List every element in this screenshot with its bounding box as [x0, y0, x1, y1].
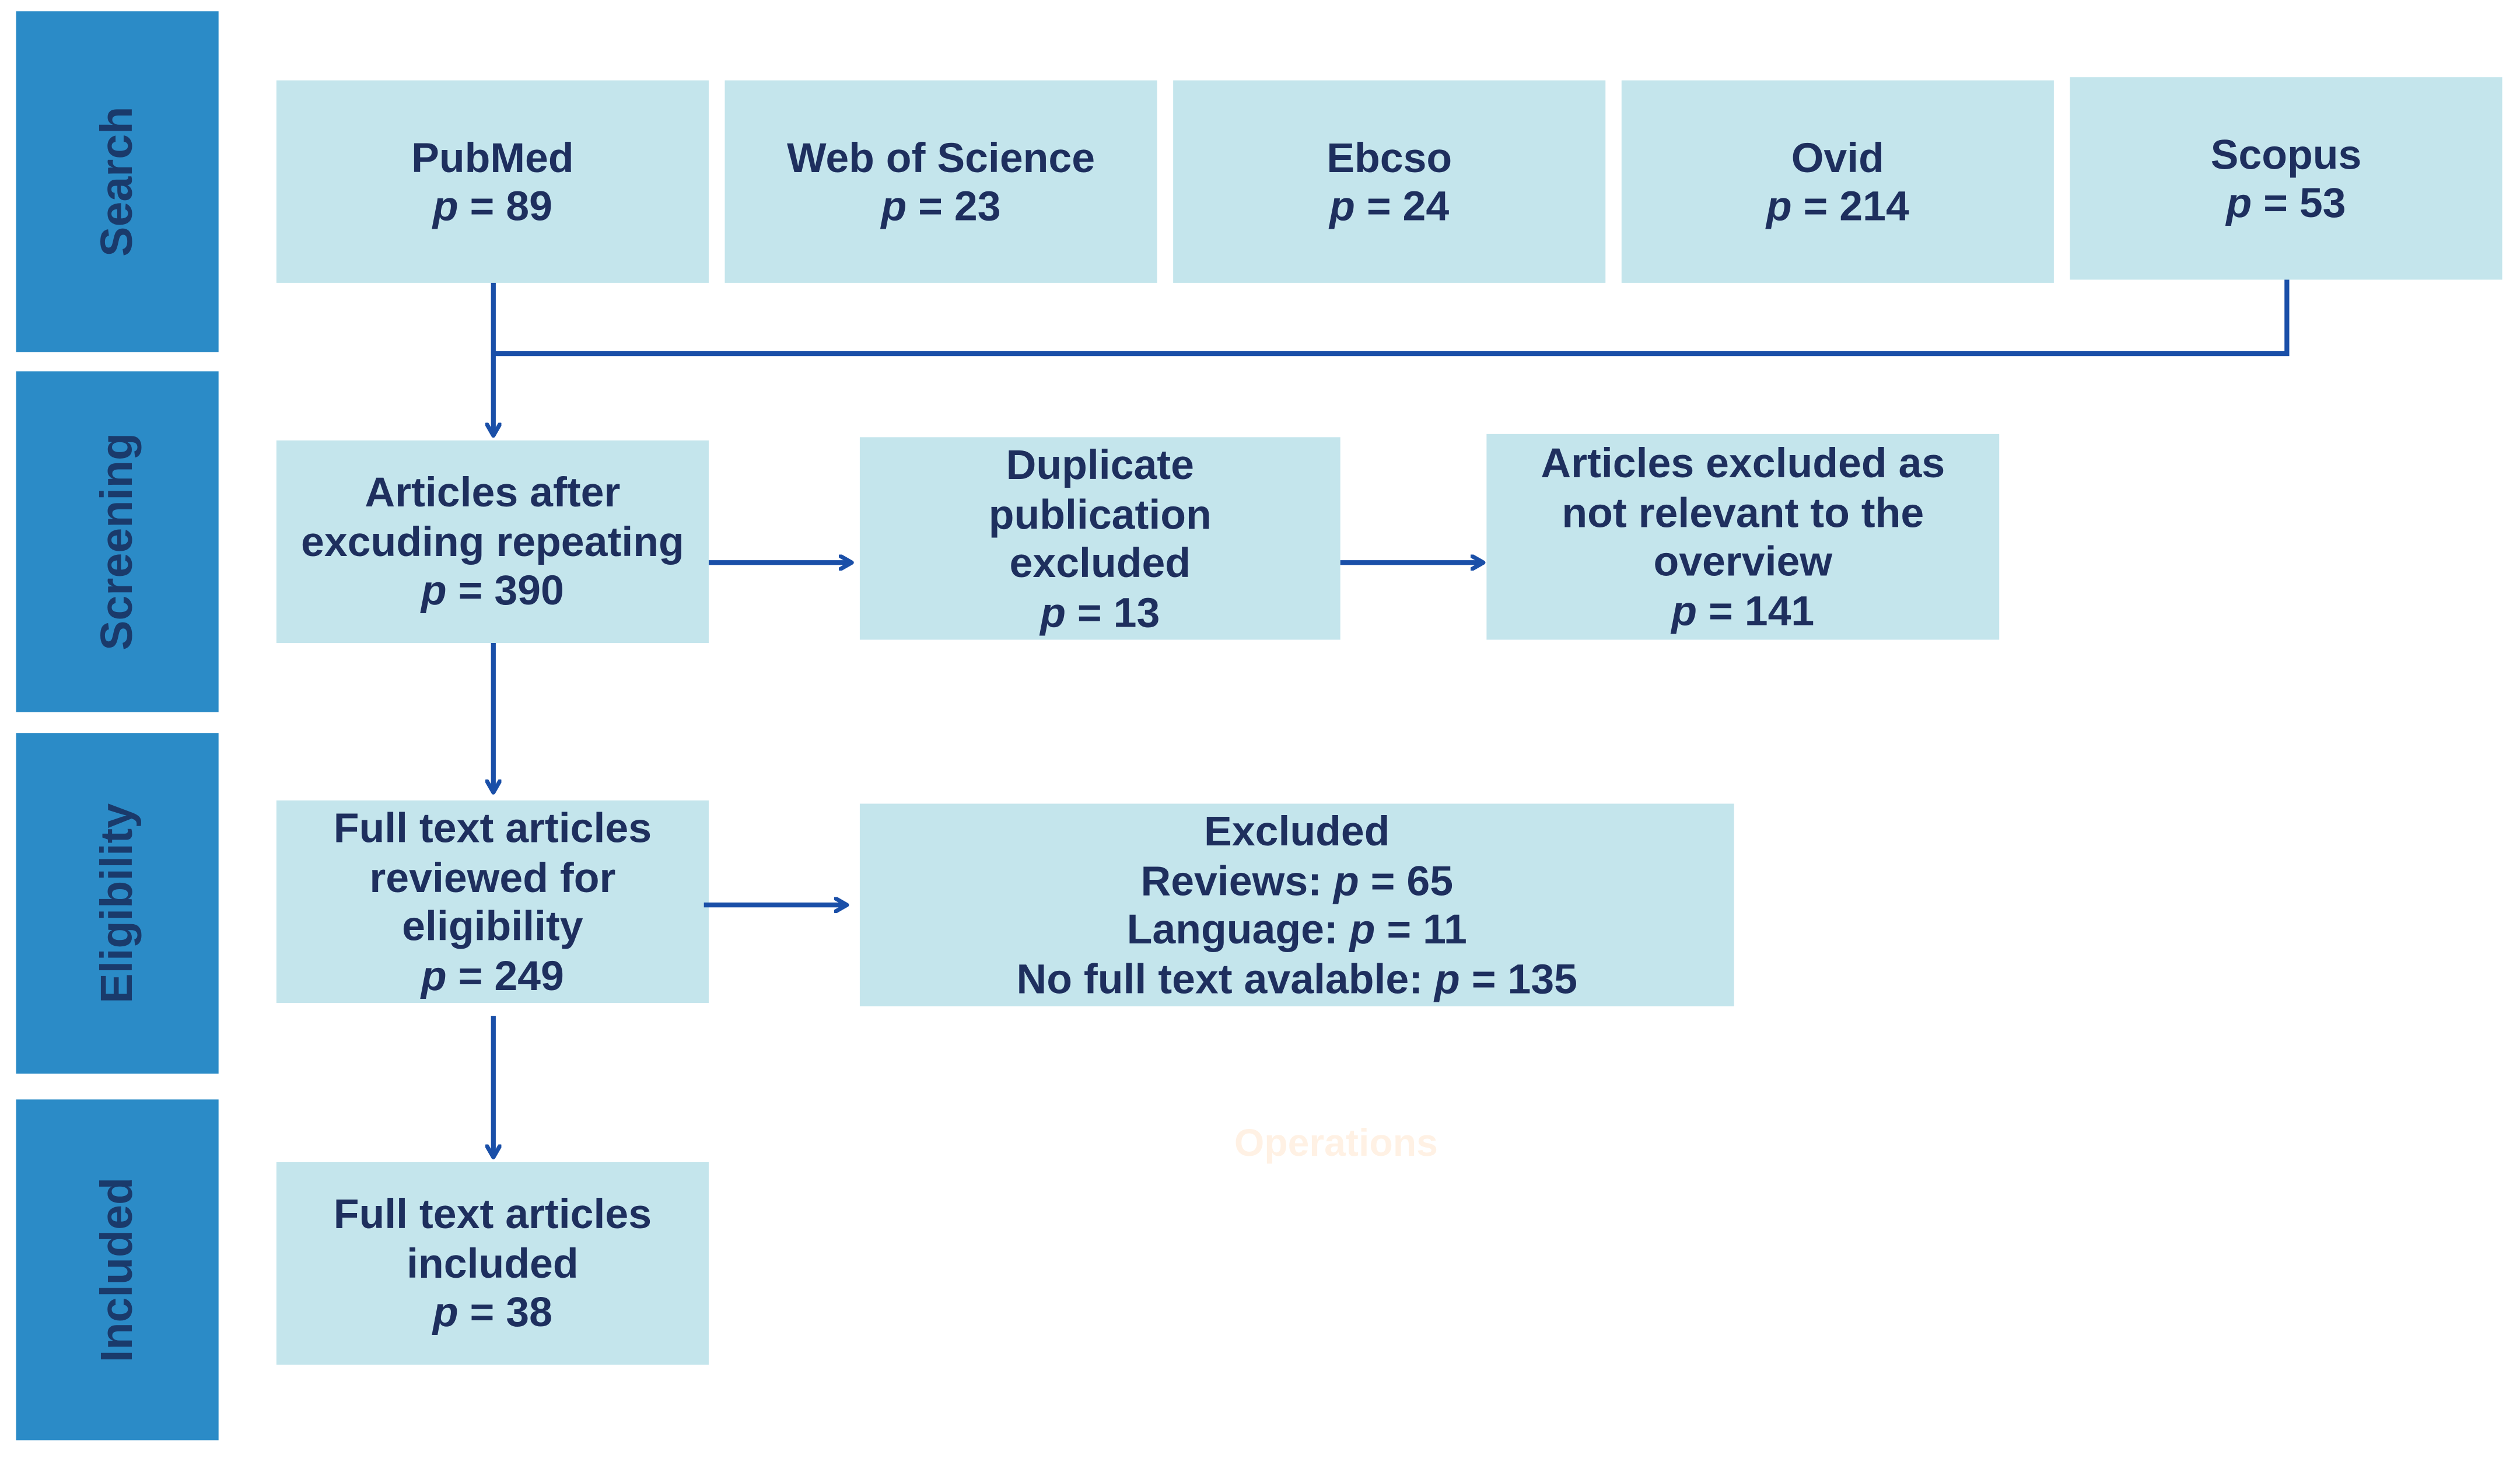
box-count: p = 249 — [421, 950, 564, 999]
source-count: p = 23 — [881, 181, 1001, 230]
box-line: Articles after — [365, 468, 621, 517]
box-line: Articles excluded as — [1541, 439, 1945, 487]
box-line: included — [407, 1239, 579, 1288]
phase-screening: Screening — [16, 371, 219, 712]
source-box-pubmed: PubMed p = 89 — [276, 80, 709, 283]
box-not-relevant-excluded: Articles excluded as not relevant to the… — [1486, 433, 2000, 640]
box-line: not relevant to the — [1562, 488, 1924, 536]
box-line: publication — [988, 489, 1212, 538]
source-box-ovid: Ovid p = 214 — [1621, 80, 2054, 283]
box-duplicate-excluded: Duplicate publication excluded p = 13 — [859, 437, 1340, 640]
source-name: Scopus — [2210, 129, 2362, 178]
box-line: reviewed for — [369, 852, 616, 901]
box-line: excluded — [1009, 538, 1191, 587]
box-excluded-reasons: Excluded Reviews: p = 65 Language: p = 1… — [859, 803, 1734, 1006]
box-full-text-reviewed: Full text articles reviewed for eligibil… — [276, 800, 709, 1004]
source-count: p = 24 — [1329, 181, 1450, 230]
source-name: Ebcso — [1326, 132, 1452, 181]
phase-search: Search — [16, 11, 219, 352]
source-name: Ovid — [1791, 132, 1884, 181]
excluded-reason-no-full-text: No full text avalable: p = 135 — [1016, 954, 1578, 1002]
box-full-text-included: Full text articles included p = 38 — [276, 1162, 709, 1365]
phase-included: Included — [16, 1099, 219, 1440]
source-box-web-of-science: Web of Science p = 23 — [724, 80, 1157, 283]
merge-line — [493, 279, 2290, 356]
box-line: Duplicate — [1006, 440, 1195, 489]
box-count: p = 141 — [1671, 586, 1815, 634]
box-line: Full text articles — [333, 1190, 652, 1239]
box-count: p = 390 — [421, 566, 564, 615]
box-after-excluding-repeating: Articles after excuding repeating p = 39… — [276, 440, 709, 643]
box-line: excuding repeating — [301, 517, 684, 566]
box-line: Full text articles — [333, 803, 652, 852]
phase-eligibility: Eligibility — [16, 733, 219, 1074]
excluded-reason-language: Language: p = 11 — [1126, 905, 1467, 953]
box-line: overview — [1653, 537, 1833, 585]
source-name: PubMed — [411, 132, 574, 181]
source-box-scopus: Scopus p = 53 — [2070, 77, 2502, 280]
excluded-reason-reviews: Reviews: p = 65 — [1140, 856, 1454, 904]
source-count: p = 214 — [1766, 181, 1909, 230]
source-name: Web of Science — [787, 132, 1096, 181]
source-count: p = 53 — [2226, 178, 2346, 227]
box-count: p = 13 — [1040, 587, 1160, 636]
source-box-ebcso: Ebcso p = 24 — [1173, 80, 1606, 283]
source-count: p = 89 — [432, 181, 552, 230]
box-count: p = 38 — [432, 1288, 552, 1337]
box-line: eligibility — [402, 901, 583, 950]
watermark-text: Operations — [1234, 1121, 1438, 1166]
box-title: Excluded — [1204, 807, 1390, 855]
